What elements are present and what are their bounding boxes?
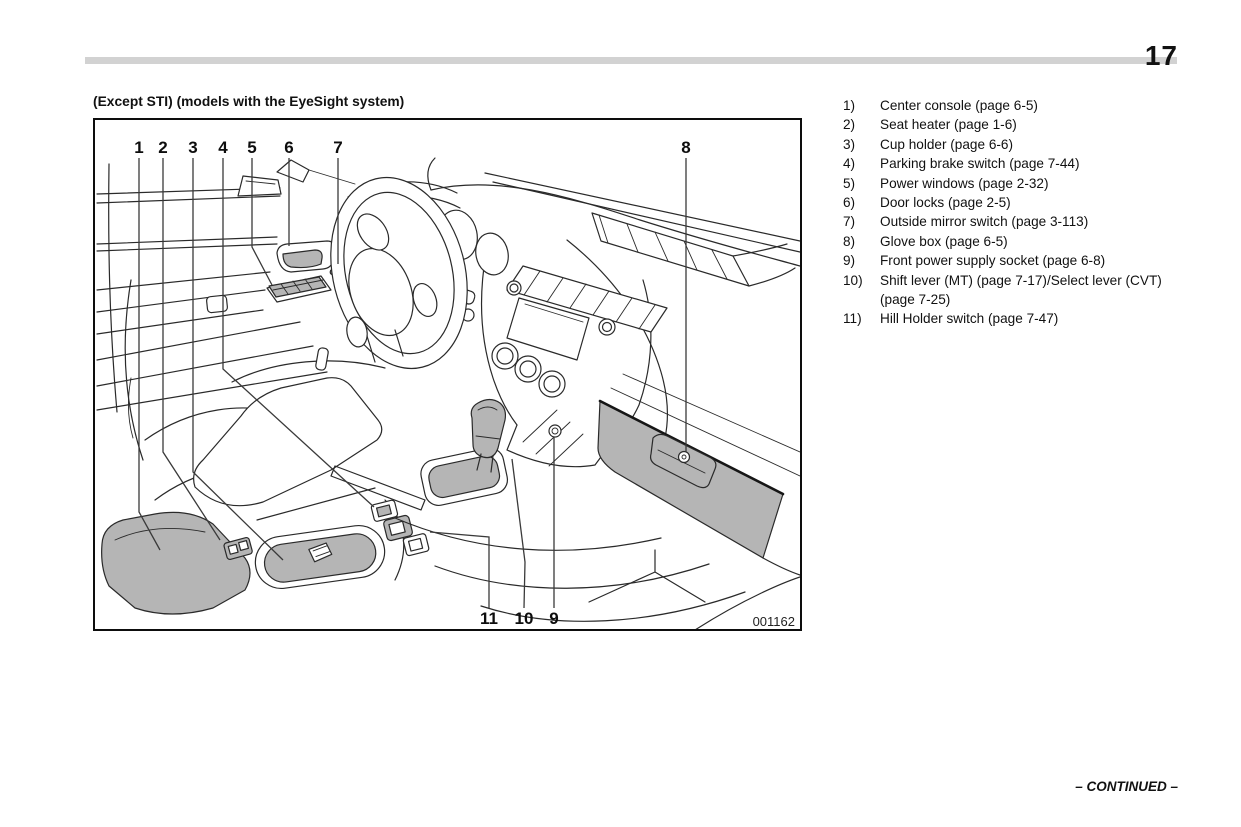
legend-item-number: 1) xyxy=(843,98,856,113)
callout-number-1: 1 xyxy=(134,138,143,157)
legend-item: 10) Shift lever (MT) (page 7-17)/Select l… xyxy=(843,271,1195,310)
callout-line-11 xyxy=(429,531,490,608)
legend-item-text: Cup holder (page 6-6) xyxy=(880,136,1013,152)
legend-item-text: Glove box (page 6-5) xyxy=(880,233,1008,249)
legend-item-number: 8) xyxy=(843,233,856,249)
callout-line-1 xyxy=(138,158,161,551)
diagram-frame: 1 2 3 4 5 6 7 8 11 10 9 001162 xyxy=(93,118,802,631)
callout-line-4 xyxy=(222,158,375,508)
console-lid xyxy=(193,377,383,507)
legend-item: 11) Hill Holder switch (page 7-47) xyxy=(843,309,1195,328)
steering-wheel xyxy=(330,176,468,370)
legend-item-number: 10) xyxy=(843,272,863,288)
legend-item-text: Parking brake switch (page 7-44) xyxy=(880,156,1080,172)
legend-item-text: Power windows (page 2-32) xyxy=(880,175,1049,191)
door-panel xyxy=(96,163,328,439)
callout-number-8: 8 xyxy=(681,138,690,157)
legend-item: 4) Parking brake switch (page 7-44) xyxy=(843,154,1195,173)
interior-diagram: 1 2 3 4 5 6 7 8 11 10 9 001162 xyxy=(96,138,800,629)
callout-number-6: 6 xyxy=(284,138,293,157)
legend-item-number: 9) xyxy=(843,253,856,269)
callout-line-3 xyxy=(192,158,284,561)
callout-lines xyxy=(138,158,687,609)
glove-box xyxy=(597,373,800,576)
glove-box-lock xyxy=(677,450,691,464)
legend-item-number: 2) xyxy=(843,117,856,133)
parking-brake-switch xyxy=(375,504,392,518)
passenger-vent xyxy=(591,212,796,287)
legend-item-number: 4) xyxy=(843,156,856,172)
power-socket xyxy=(548,424,562,438)
legend-item-text: Seat heater (page 1-6) xyxy=(880,117,1017,133)
center-stack xyxy=(481,247,668,468)
legend-item-number: 3) xyxy=(843,136,856,152)
figure-caption: (Except STI) (models with the EyeSight s… xyxy=(93,94,405,109)
legend-item-text: Shift lever (MT) (page 7-17)/Select leve… xyxy=(880,272,1162,308)
callout-number-4: 4 xyxy=(218,138,228,157)
seat-cushion xyxy=(101,511,251,615)
legend-item-text: Door locks (page 2-5) xyxy=(880,195,1011,211)
legend-item-text: Outside mirror switch (page 3-113) xyxy=(880,214,1089,230)
legend-item-number: 7) xyxy=(843,214,856,230)
center-console xyxy=(193,347,562,590)
legend-item-text: Center console (page 6-5) xyxy=(880,98,1038,113)
callout-numbers: 1 2 3 4 5 6 7 8 11 10 9 xyxy=(134,138,690,628)
legend-item: 9) Front power supply socket (page 6-8) xyxy=(843,251,1195,270)
legend-item: 8) Glove box (page 6-5) xyxy=(843,232,1195,251)
legend-item: 2) Seat heater (page 1-6) xyxy=(843,115,1195,134)
dashboard xyxy=(276,157,800,468)
legend-item-text: Hill Holder switch (page 7-47) xyxy=(880,311,1059,327)
callout-number-11: 11 xyxy=(480,609,498,628)
floor-lines xyxy=(394,517,800,629)
legend-item: 7) Outside mirror switch (page 3-113) xyxy=(843,212,1195,231)
seatbelt-buckle xyxy=(315,347,329,371)
door-handle xyxy=(276,240,335,273)
legend-item-number: 6) xyxy=(843,195,856,211)
callout-line-5 xyxy=(251,158,273,286)
legend-item-number: 11) xyxy=(843,311,862,327)
header-rule xyxy=(85,57,1177,64)
legend-item: 1) Center console (page 6-5) xyxy=(843,96,1195,115)
legend-item: 3) Cup holder (page 6-6) xyxy=(843,135,1195,154)
shift-knob xyxy=(470,398,507,459)
cup-holder xyxy=(254,524,386,590)
legend-item-number: 5) xyxy=(843,175,856,191)
callout-number-2: 2 xyxy=(158,138,167,157)
legend: 1) Center console (page 6-5) 2) Seat heate… xyxy=(843,96,1195,329)
callout-number-5: 5 xyxy=(247,138,256,157)
diagram-code: 001162 xyxy=(753,614,795,629)
callout-number-7: 7 xyxy=(333,138,342,157)
shift-lever xyxy=(420,398,509,506)
audio-display xyxy=(506,297,590,361)
seat-heater-switch xyxy=(223,536,253,560)
power-window-switches xyxy=(266,275,332,303)
callout-number-9: 9 xyxy=(549,609,558,628)
legend-item: 6) Door locks (page 2-5) xyxy=(843,193,1195,212)
legend-item: 5) Power windows (page 2-32) xyxy=(843,174,1195,193)
callout-number-10: 10 xyxy=(515,609,534,628)
callout-number-3: 3 xyxy=(188,138,197,157)
page-number: 17 xyxy=(1144,40,1178,71)
callout-line-2 xyxy=(162,158,221,541)
callout-line-10 xyxy=(511,458,526,609)
legend-item-text: Front power supply socket (page 6-8) xyxy=(880,253,1106,269)
continued-marker: – CONTINUED – xyxy=(1075,779,1178,794)
